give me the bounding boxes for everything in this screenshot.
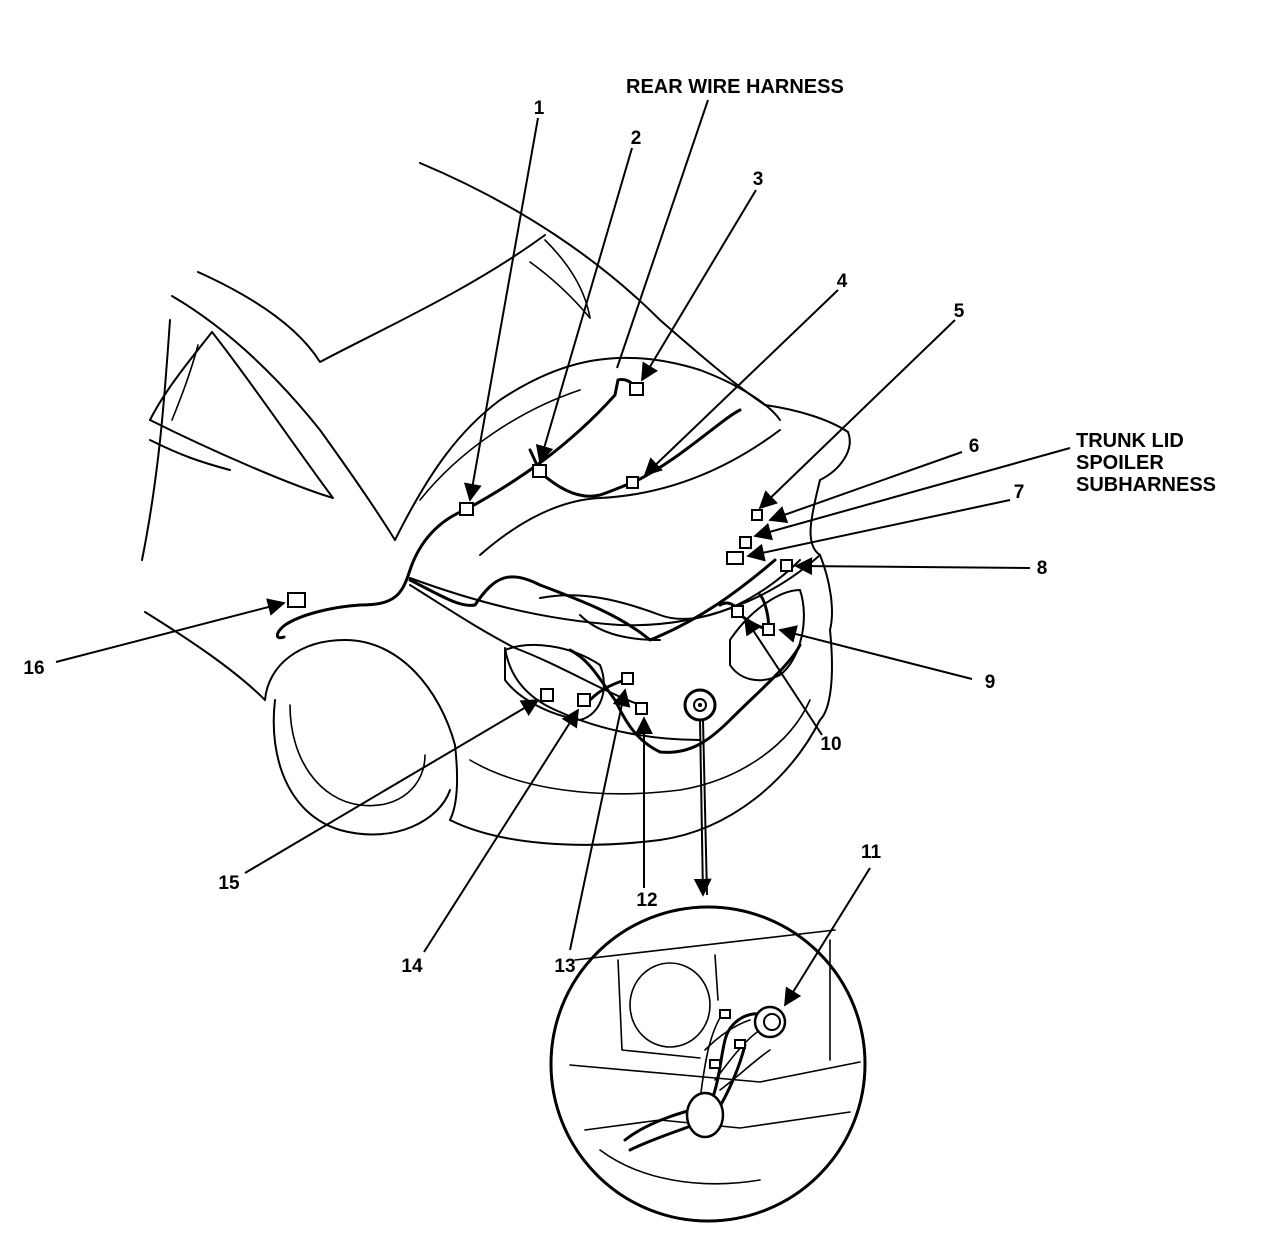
- leader-lines: [55, 99, 1071, 1007]
- connector-14: [577, 693, 591, 707]
- detail-inset: [549, 905, 867, 1223]
- car-body-outline: [141, 162, 851, 846]
- wire-harness-routing: [275, 378, 802, 754]
- connector-13: [621, 672, 634, 685]
- callout-14: 14: [401, 956, 423, 977]
- callout-16: 16: [23, 658, 44, 679]
- rear-wire-harness-label: REAR WIRE HARNESS: [626, 76, 844, 98]
- connector-4: [626, 476, 639, 489]
- callout-12: 12: [636, 890, 657, 911]
- connector-5: [751, 509, 763, 521]
- trunk-lid-label-line2: SPOILER: [1076, 452, 1164, 474]
- callout-7: 7: [1014, 482, 1025, 503]
- callout-9: 9: [985, 672, 996, 693]
- trunk-lid-label-line3: SUBHARNESS: [1076, 474, 1216, 496]
- connector-15: [540, 688, 554, 702]
- callout-15: 15: [218, 873, 240, 894]
- callout-5: 5: [954, 301, 965, 322]
- connector-16: [287, 592, 306, 608]
- connectors: [287, 382, 793, 722]
- callout-numbers: 1 2 3 4 5 6 7 8 9 10 11 12 13 14 15 16: [23, 98, 1047, 977]
- connector-10: [731, 605, 744, 618]
- callout-11: 11: [861, 842, 882, 863]
- connector-3: [629, 382, 644, 396]
- callout-4: 4: [837, 271, 848, 292]
- connector-9: [762, 623, 775, 636]
- trunk-lid-label-line1: TRUNK LID: [1076, 430, 1184, 452]
- connector-7: [726, 551, 744, 565]
- title-labels: REAR WIRE HARNESS TRUNK LID SPOILER SUBH…: [626, 76, 1216, 496]
- connector-6: [739, 536, 752, 549]
- callout-8: 8: [1037, 558, 1048, 579]
- callout-10: 10: [820, 734, 841, 755]
- callout-3: 3: [753, 169, 764, 190]
- callout-2: 2: [631, 128, 642, 149]
- connector-8: [780, 559, 793, 572]
- callout-13: 13: [554, 956, 575, 977]
- callout-1: 1: [534, 98, 545, 119]
- callout-6: 6: [969, 436, 980, 457]
- connector-12: [635, 702, 648, 715]
- connector-2: [532, 464, 547, 478]
- connector-1: [459, 502, 474, 516]
